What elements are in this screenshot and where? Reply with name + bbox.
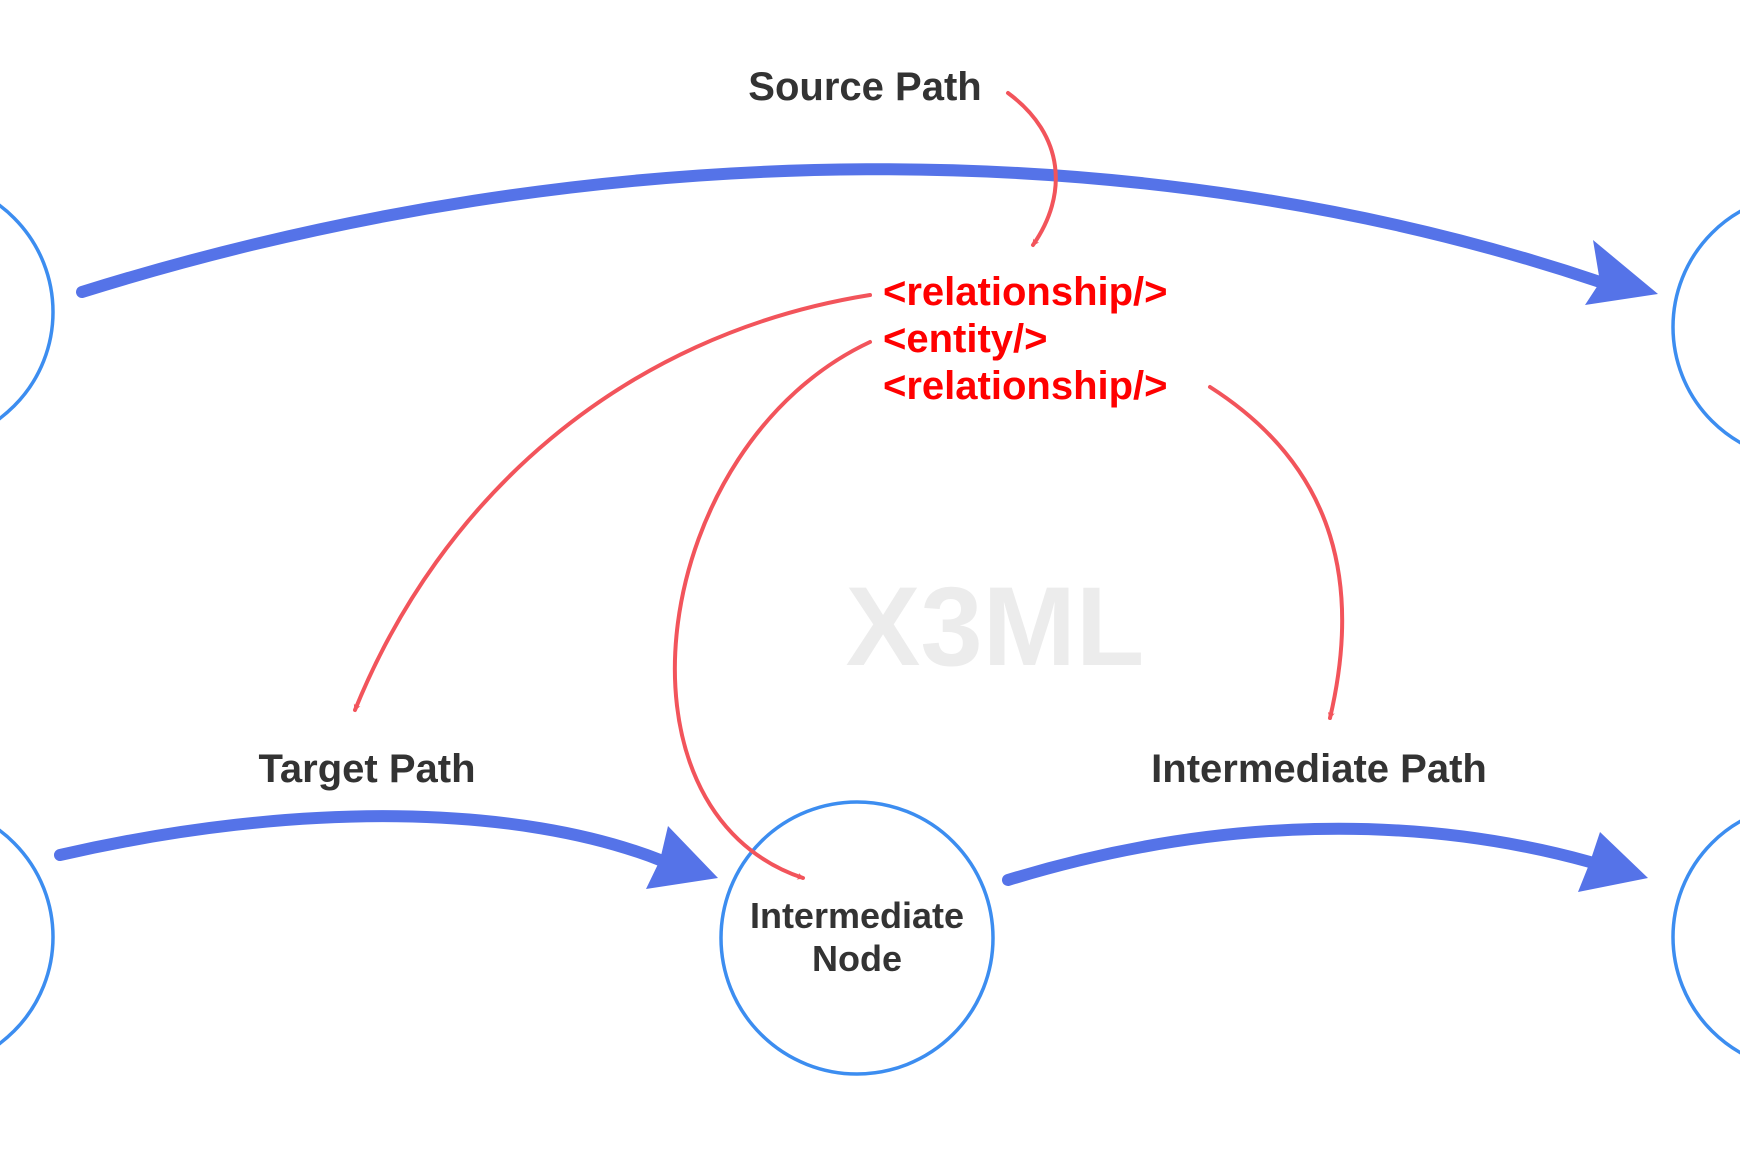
source-node <box>0 203 55 421</box>
xml-relationship-line-1: <relationship/> <box>883 270 1168 314</box>
target-path-label: Target Path <box>258 747 475 791</box>
bottom-left-node <box>0 828 55 1046</box>
source-path-arrow <box>76 163 1606 298</box>
source-path-pointer <box>1006 91 1058 247</box>
source-path-label: Source Path <box>748 65 981 109</box>
intermediate-node-label-line-2: Node <box>812 938 902 979</box>
intermediate-path-pointer <box>1208 385 1345 720</box>
x3ml-watermark: X3ML <box>846 564 1145 689</box>
target-node <box>1671 209 1740 445</box>
target-path-arrow <box>54 810 666 866</box>
intermediate-node-pointer <box>673 340 872 880</box>
intermediate-node <box>719 800 995 1076</box>
source-path-arrowhead <box>1585 240 1658 305</box>
intermediate-path-arrow <box>1002 822 1596 886</box>
xml-entity-line: <entity/> <box>883 317 1048 361</box>
intermediate-node-label-line-1: Intermediate <box>750 895 964 936</box>
target-path-pointer <box>353 293 872 712</box>
bottom-right-node <box>1671 819 1740 1055</box>
xml-relationship-line-2: <relationship/> <box>883 364 1168 408</box>
intermediate-path-arrowhead <box>1578 832 1648 892</box>
intermediate-path-label: Intermediate Path <box>1151 747 1487 791</box>
target-path-arrowhead <box>646 826 718 889</box>
